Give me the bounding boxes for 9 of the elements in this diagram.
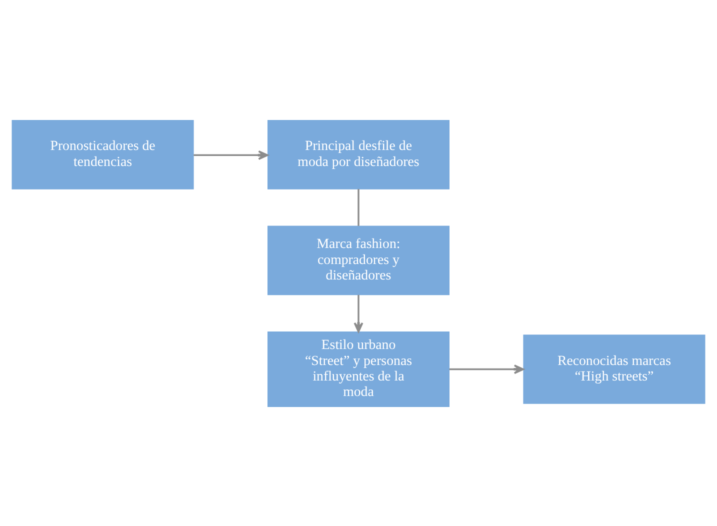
node-box: Pronosticadores de tendencias xyxy=(12,120,194,189)
node-box: Marca fashion: compradores y diseñadores xyxy=(267,225,450,295)
node-box: Principal desfile de moda por diseñadores xyxy=(267,120,450,189)
node-box: Estilo urbano “Street” y personas influyentes de la moda xyxy=(267,331,450,406)
node-box: Reconocidas marcas “High streets” xyxy=(523,334,706,404)
arrow xyxy=(449,364,524,374)
arrow xyxy=(354,294,364,332)
arrow xyxy=(194,150,268,160)
connector xyxy=(358,188,360,226)
